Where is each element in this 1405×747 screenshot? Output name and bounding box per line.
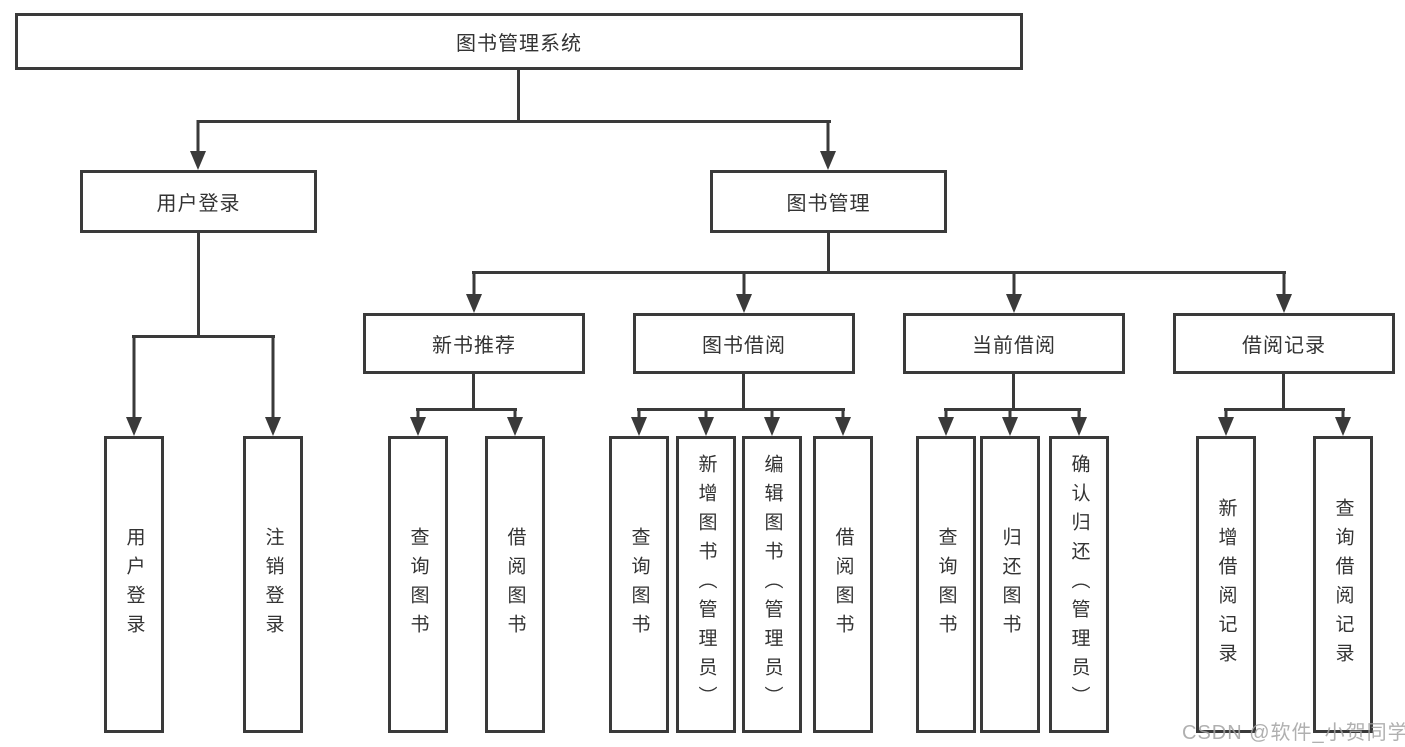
- arrow-down-icon: [410, 408, 426, 436]
- leaf-logout-login: 注销登录: [243, 436, 303, 733]
- connector-line: [1282, 374, 1285, 411]
- connector-line: [1012, 374, 1015, 411]
- leaf-query-books-current: 查询图书: [916, 436, 976, 733]
- arrow-down-icon: [835, 408, 851, 436]
- arrow-down-icon: [265, 335, 281, 436]
- node-current-borrowing: 当前借阅: [903, 313, 1125, 374]
- node-label: 用户登录: [123, 526, 145, 643]
- arrow-down-icon: [190, 120, 206, 170]
- arrow-down-icon: [764, 408, 780, 436]
- connector-line: [472, 374, 475, 411]
- node-label: 注销登录: [262, 526, 284, 643]
- node-label: 确认归还（管理员）: [1068, 454, 1090, 715]
- connector-line: [742, 374, 745, 411]
- leaf-query-books-recommend: 查询图书: [388, 436, 448, 733]
- arrow-down-icon: [698, 408, 714, 436]
- connector-line: [637, 408, 845, 411]
- node-label: 归还图书: [999, 526, 1021, 643]
- leaf-user-login: 用户登录: [104, 436, 164, 733]
- node-label: 图书借阅: [702, 335, 786, 357]
- node-label: 新增图书（管理员）: [695, 454, 717, 715]
- node-label: 查询图书: [407, 526, 429, 643]
- arrow-down-icon: [1218, 408, 1234, 436]
- leaf-add-borrow-record: 新增借阅记录: [1196, 436, 1256, 733]
- connector-line: [197, 120, 831, 123]
- leaf-edit-book-admin: 编辑图书（管理员）: [742, 436, 802, 733]
- arrow-down-icon: [820, 120, 836, 170]
- node-user-login: 用户登录: [80, 170, 317, 233]
- arrow-down-icon: [1276, 271, 1292, 313]
- arrow-down-icon: [1002, 408, 1018, 436]
- node-book-borrowing: 图书借阅: [633, 313, 855, 374]
- node-label: 查询图书: [628, 526, 650, 643]
- connector-line: [132, 335, 275, 338]
- node-label: 编辑图书（管理员）: [761, 454, 783, 715]
- node-label: 借阅图书: [504, 526, 526, 643]
- leaf-borrow-books: 借阅图书: [813, 436, 873, 733]
- arrow-down-icon: [126, 335, 142, 436]
- node-label: 查询图书: [935, 526, 957, 643]
- arrow-down-icon: [1335, 408, 1351, 436]
- connector-line: [517, 70, 520, 120]
- node-library-management-system: 图书管理系统: [15, 13, 1023, 70]
- node-label: 用户登录: [156, 193, 241, 215]
- leaf-confirm-return-admin: 确认归还（管理员）: [1049, 436, 1109, 733]
- leaf-borrow-books-recommend: 借阅图书: [485, 436, 545, 733]
- arrow-down-icon: [1071, 408, 1087, 436]
- node-new-book-recommendation: 新书推荐: [363, 313, 585, 374]
- node-label: 当前借阅: [972, 335, 1056, 357]
- leaf-query-borrow-record: 查询借阅记录: [1313, 436, 1373, 733]
- node-borrowing-records: 借阅记录: [1173, 313, 1395, 374]
- node-label: 图书管理: [786, 193, 871, 215]
- node-label: 借阅图书: [832, 526, 854, 643]
- node-label: 图书管理系统: [456, 33, 582, 55]
- node-label: 新书推荐: [432, 335, 516, 357]
- arrow-down-icon: [466, 271, 482, 313]
- arrow-down-icon: [507, 408, 523, 436]
- arrow-down-icon: [631, 408, 647, 436]
- connector-line: [944, 408, 1081, 411]
- node-label: 新增借阅记录: [1215, 497, 1237, 672]
- arrow-down-icon: [1006, 271, 1022, 313]
- leaf-return-book: 归还图书: [980, 436, 1040, 733]
- leaf-add-book-admin: 新增图书（管理员）: [676, 436, 736, 733]
- connector-line: [1224, 408, 1345, 411]
- arrow-down-icon: [938, 408, 954, 436]
- connector-line: [472, 271, 1286, 274]
- connector-line: [197, 233, 200, 335]
- node-book-management: 图书管理: [710, 170, 947, 233]
- connector-line: [827, 233, 830, 274]
- arrow-down-icon: [736, 271, 752, 313]
- watermark: CSDN @软件_小贺同学: [1182, 722, 1405, 744]
- connector-line: [416, 408, 517, 411]
- node-label: 借阅记录: [1242, 335, 1326, 357]
- node-label: 查询借阅记录: [1332, 497, 1354, 672]
- leaf-query-books-borrow: 查询图书: [609, 436, 669, 733]
